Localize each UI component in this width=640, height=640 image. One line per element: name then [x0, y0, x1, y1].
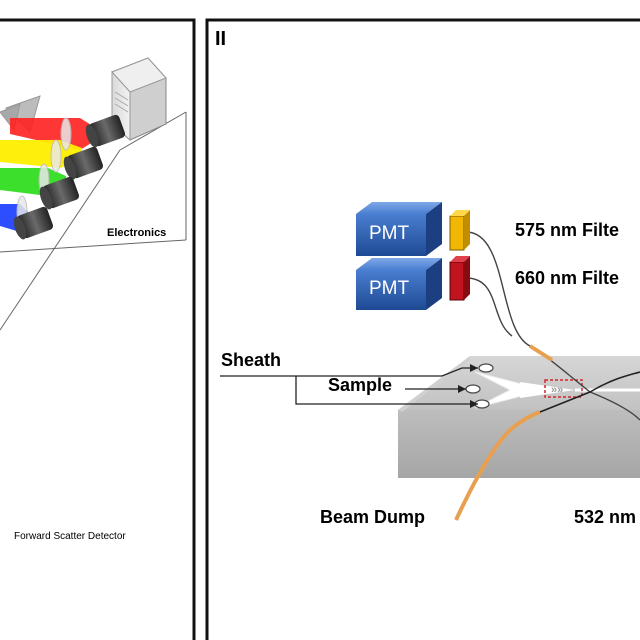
detection-zone: »»	[544, 379, 583, 398]
filter-575-label: 575 nm Filte	[515, 220, 620, 240]
pmt-top-label: PMT	[369, 223, 410, 244]
fiber-575-cap	[528, 344, 554, 362]
inlet-arrowheads	[458, 364, 478, 408]
laser-wavelength-label: 532 nm	[574, 507, 637, 527]
pmt-box-bottom	[356, 258, 442, 310]
yellow-beam	[0, 140, 82, 168]
fiber-660	[465, 277, 513, 337]
optical-fibers	[454, 231, 640, 521]
right-panel-border	[205, 18, 640, 640]
filter-660	[449, 256, 470, 301]
optical-platform	[0, 111, 187, 331]
forward-scatter-label: Forward Scatter Detector	[14, 531, 126, 542]
fiber-exit	[589, 371, 640, 393]
flow-channel	[474, 371, 640, 409]
filter-660-label: 660 nm Filte	[515, 268, 620, 288]
filter-575	[449, 210, 470, 251]
detector-cylinders	[13, 114, 126, 240]
pmt-box-top	[356, 202, 442, 256]
sample-label: Sample	[328, 375, 393, 395]
sheath-label: Sheath	[221, 350, 282, 370]
left-panel	[0, 18, 196, 640]
pmt-bottom-label: PMT	[369, 278, 410, 299]
electronics-label: Electronics	[107, 227, 167, 239]
svg-text:»»: »»	[551, 384, 563, 396]
right-panel: »»	[205, 18, 640, 640]
red-beam	[10, 118, 96, 150]
inlet-ports	[465, 363, 494, 409]
beam-dump-fiber	[454, 410, 541, 521]
panel-number: II	[215, 28, 227, 50]
beam-dump-label: Beam Dump	[320, 507, 426, 527]
